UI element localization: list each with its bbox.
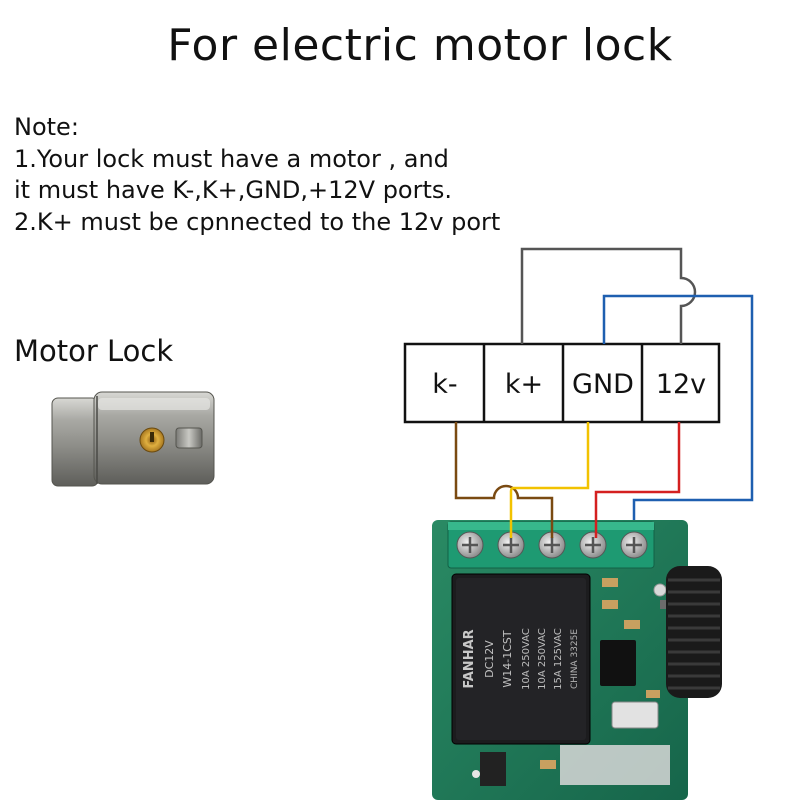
relay-rating: 10A 250VAC [537,628,548,690]
blue-wire [602,294,754,538]
relay-printing: FANHAR DC12V W14-1CST 10A 250VAC 10A 250… [462,628,580,690]
note-line: 1.Your lock must have a motor , and [14,144,449,173]
terminal-label-k-minus: k- [432,369,457,400]
relay-rating: 10A 250VAC [521,628,532,690]
red-wire [594,422,681,538]
motor-lock-label: Motor Lock [14,334,174,368]
antenna-coil [666,566,722,698]
brown-wire [454,422,554,538]
relay-rating: 15A 125VAC [553,628,564,690]
grey-wire [520,247,697,344]
yellow-wire [509,422,590,538]
terminal-label-k-plus: k+ [505,369,543,400]
terminal-block: k- k+ GND 12v [403,342,721,424]
terminal-screws [456,531,648,559]
pcb-components [472,578,676,786]
motor-lock-image [51,391,215,487]
relay-module-image: FANHAR DC12V W14-1CST 10A 250VAC 10A 250… [432,520,722,800]
relay-brand: FANHAR [462,629,477,688]
relay-model: W14-1CST [501,630,514,688]
relay-voltage: DC12V [483,640,496,678]
relay-origin: CHINA 3325E [570,629,580,689]
note-line: 2.K+ must be cpnnected to the 12v port [14,207,501,236]
note-block: Note: 1.Your lock must have a motor , an… [14,112,500,238]
note-line: it must have K-,K+,GND,+12V ports. [14,176,453,204]
page-title: For electric motor lock [167,20,673,71]
note-heading: Note: [14,113,79,141]
terminal-label-12v: 12v [656,369,706,400]
terminal-label-gnd: GND [572,369,634,400]
